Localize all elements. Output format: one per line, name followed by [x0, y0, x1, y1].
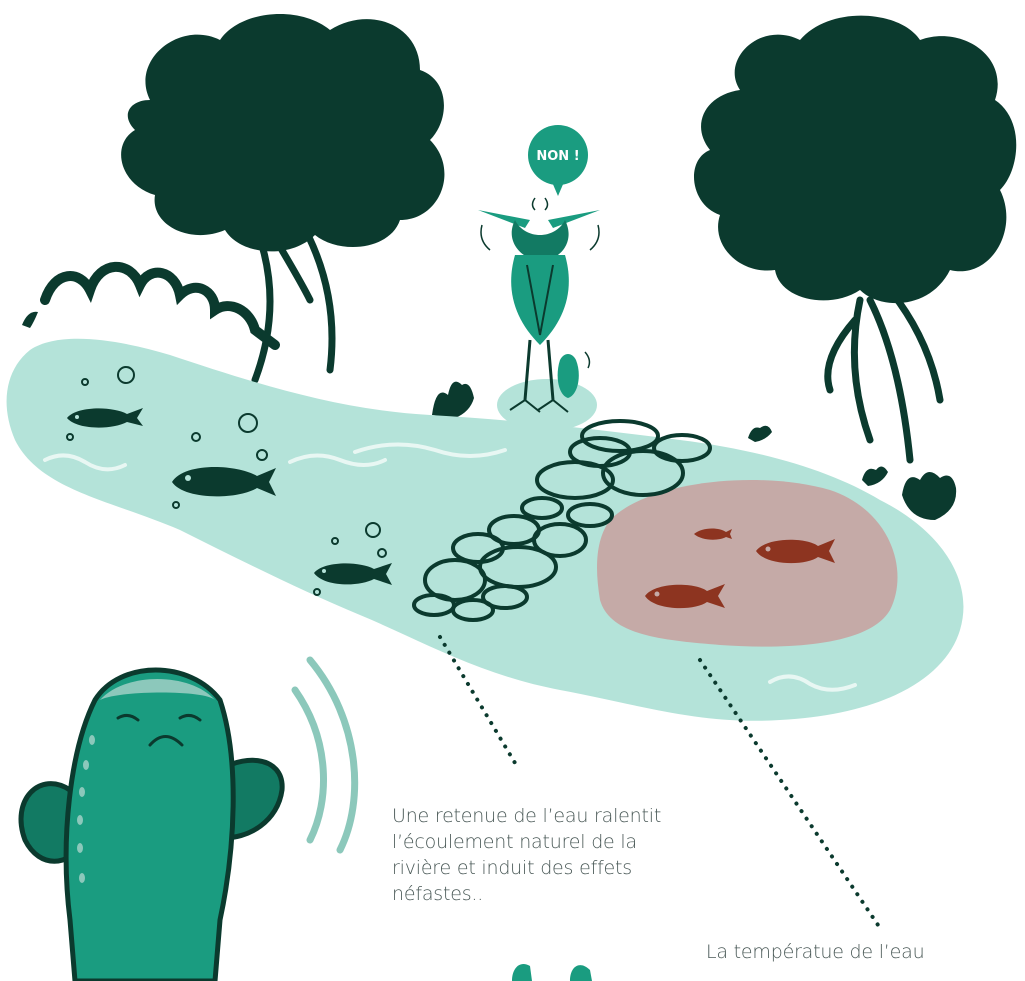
speech-bubble: NON !: [528, 125, 588, 196]
bottom-partial-figure: [512, 964, 592, 981]
big-fish-character: [21, 660, 355, 981]
speech-bubble-text: NON !: [536, 149, 579, 164]
right-tree-crown: [694, 16, 1016, 304]
big-fish-body: [66, 670, 233, 981]
grass-middle: [432, 382, 474, 418]
temperature-caption-line: La températue de l’eau: [706, 939, 924, 965]
right-tree: [694, 16, 1016, 460]
dam-caption-line: Une retenue de l’eau ralentit: [392, 803, 661, 829]
grass-left: [22, 312, 38, 328]
left-tree: [121, 14, 444, 380]
big-fish-motion-lines: [295, 660, 355, 850]
grass-right-small: [748, 426, 772, 442]
right-tree-trunk: [828, 290, 940, 460]
heron-beaks: [478, 210, 600, 228]
dam-caption-line: rivière et induit des effets: [392, 855, 661, 881]
left-tree-crown: [121, 14, 444, 251]
dam-caption: Une retenue de l’eau ralentit l’écouleme…: [392, 803, 661, 907]
grass-right: [862, 466, 888, 486]
dam-caption-line: néfastes..: [392, 881, 661, 907]
grass-right-large: [902, 472, 956, 520]
warm-water-zone: [597, 480, 897, 647]
temperature-caption: La températue de l’eau: [706, 939, 924, 965]
bush-outline: [45, 267, 275, 345]
heron-crest: [533, 198, 548, 210]
dam-caption-line: l’écoulement naturel de la: [392, 829, 661, 855]
